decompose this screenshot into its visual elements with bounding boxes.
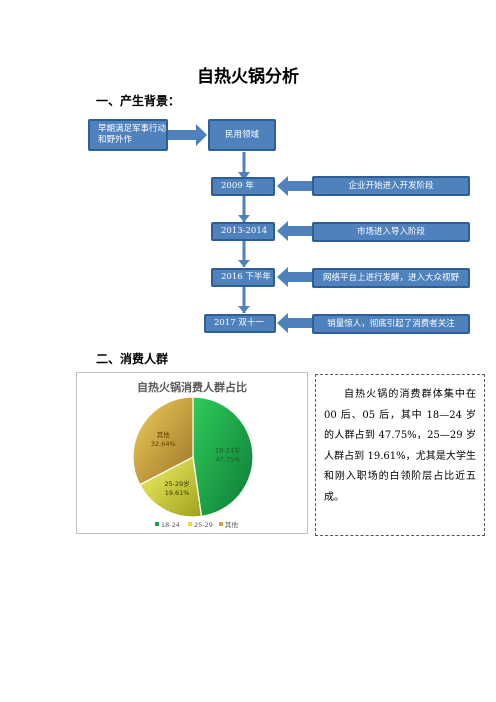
flow-box-event-2017: 销量惊人，彻底引起了消费者关注: [312, 314, 470, 334]
flow-event-label: 企业开始进入开发阶段: [348, 180, 434, 191]
flow-event-label: 销量惊人，彻底引起了消费者关注: [327, 318, 455, 329]
flow-box-time-2009: 2009 年: [211, 177, 275, 196]
flow-time-label: 2009 年: [221, 181, 254, 191]
section-heading-background: 一、产生背景：: [96, 94, 181, 108]
section-heading-consumers: 二、消费人群: [96, 352, 169, 366]
flow-box-time-2017: 2017 双十一: [204, 314, 276, 333]
arrow-event-2009: [277, 176, 312, 196]
pie-slice-3: [132, 396, 194, 486]
flow-box-time-2013: 2013-2014: [211, 222, 275, 241]
flow-box-origin: 早期满足军事行动和野外作: [88, 119, 168, 151]
pie-chart: 自热火锅消费人群占比 18-24岁47.75%25-29岁19.61%其他32.…: [132, 380, 254, 529]
pie-label-value-3: 32.64%: [151, 440, 176, 448]
document-title: 自热火锅分析: [197, 67, 299, 87]
legend-swatch-1: [155, 522, 159, 526]
flow-box-civil-text: 民用领域: [224, 129, 259, 140]
arrow-origin-to-civil: [168, 124, 207, 146]
pie-label-value-1: 47.75%: [215, 456, 240, 464]
legend-label-2: 25-29: [194, 521, 213, 529]
pie-slice-2: [138, 456, 203, 518]
flow-box-event-2009: 企业开始进入开发阶段: [312, 176, 470, 196]
legend-swatch-2: [188, 522, 192, 526]
pie-label-name-1: 18-24岁: [215, 446, 240, 455]
arrow-event-2013: [277, 221, 312, 241]
flow-box-event-2016: 网络平台上进行发酵，进入大众视野: [312, 268, 470, 288]
pie-slice-1: [192, 396, 254, 518]
arrow-event-2016: [277, 267, 312, 287]
flow-time-label: 2017 双十一: [214, 318, 264, 328]
flow-event-label: 市场进入导入阶段: [356, 226, 425, 237]
flow-box-origin-text: 早期满足军事行动和野外作: [98, 124, 167, 145]
pie-label-name-3: 其他: [157, 430, 171, 439]
flow-box-event-2013: 市场进入导入阶段: [312, 222, 470, 242]
consumer-description: 自热火锅的消费群体集中在 00 后、05 后，其中 18—24 岁的人群占到 4…: [315, 374, 485, 536]
legend-label-1: 18-24: [161, 521, 180, 529]
legend-label-3: 其他: [225, 520, 239, 529]
flow-box-civil: 民用领域: [208, 119, 276, 151]
pie-label-name-2: 25-29岁: [164, 479, 189, 488]
arrow-event-2017: [277, 313, 312, 333]
flow-box-time-2016: 2016 下半年: [211, 268, 275, 287]
flow-time-label: 2016 下半年: [221, 272, 271, 282]
flow-event-label: 网络平台上进行发酵，进入大众视野: [322, 272, 459, 283]
legend-swatch-3: [219, 522, 223, 526]
flow-time-label: 2013-2014: [221, 226, 268, 236]
chart-title: 自热火锅消费人群占比: [137, 380, 247, 394]
pie-label-value-2: 19.61%: [165, 489, 190, 497]
